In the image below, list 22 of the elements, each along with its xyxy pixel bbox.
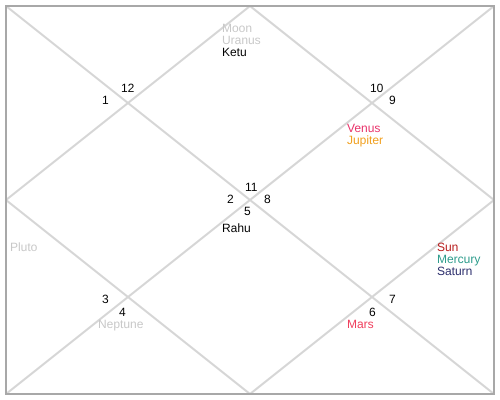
planet-name: Sun bbox=[437, 241, 458, 253]
house-triangle bbox=[249, 296, 495, 395]
sign-number: 8 bbox=[264, 193, 271, 205]
sign-number: 10 bbox=[370, 82, 384, 94]
planet-name: Mercury bbox=[437, 253, 480, 265]
sign-number: 11 bbox=[245, 181, 258, 193]
planet-name: Mars bbox=[347, 318, 374, 330]
planet-name: Venus bbox=[347, 122, 380, 134]
sign-number: 5 bbox=[244, 205, 251, 217]
sign-number: 3 bbox=[102, 293, 109, 305]
sign-number: 4 bbox=[119, 306, 126, 318]
planet-name: Rahu bbox=[222, 222, 251, 234]
sign-number: 2 bbox=[227, 193, 234, 205]
sign-number: 1 bbox=[102, 94, 109, 106]
planet-name: Ketu bbox=[222, 46, 247, 58]
sign-number: 7 bbox=[389, 293, 396, 305]
house-triangle bbox=[5, 296, 251, 395]
sign-number: 6 bbox=[369, 306, 376, 318]
planet-name: Saturn bbox=[437, 265, 472, 277]
sign-number: 9 bbox=[389, 94, 396, 106]
sign-number: 12 bbox=[121, 82, 134, 94]
planet-name: Jupiter bbox=[347, 134, 384, 146]
